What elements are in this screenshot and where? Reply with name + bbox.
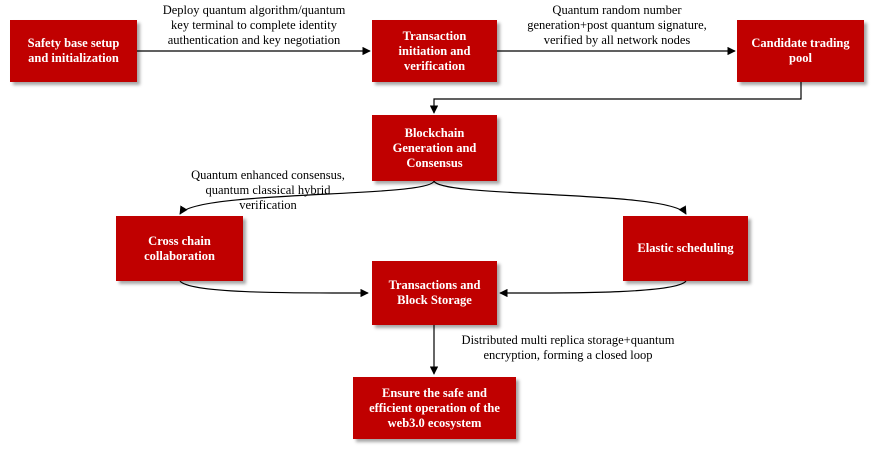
arrow-blockchain-to-crosschain — [179, 180, 435, 215]
node-storage: Transactions and Block Storage — [372, 261, 497, 325]
node-ensure-operation: Ensure the safe and efficient operation … — [353, 377, 516, 439]
edge-label-qrng: Quantum random number generation+post qu… — [527, 3, 707, 47]
node-safety-setup: Safety base setup and initialization — [10, 20, 137, 82]
node-candidate-pool: Candidate trading pool — [737, 20, 864, 82]
arrow-blockchain-to-elastic — [433, 180, 687, 215]
node-cross-chain: Cross chain collaboration — [116, 216, 243, 281]
node-transaction-init: Transaction initiation and verification — [372, 20, 497, 82]
edge-label-deploy: Deploy quantum algorithm/quantum key ter… — [162, 3, 346, 47]
edge-label-distributed: Distributed multi replica storage+quantu… — [461, 333, 675, 362]
edge-label-consensus: Quantum enhanced consensus, quantum clas… — [191, 168, 345, 212]
arrow-pool-to-blockchain — [429, 82, 802, 114]
node-elastic-scheduling: Elastic scheduling — [623, 216, 748, 281]
arrow-crosschain-to-storage — [179, 280, 369, 298]
node-blockchain-consensus: Blockchain Generation and Consensus — [372, 115, 497, 181]
arrow-elastic-to-storage — [499, 280, 687, 298]
